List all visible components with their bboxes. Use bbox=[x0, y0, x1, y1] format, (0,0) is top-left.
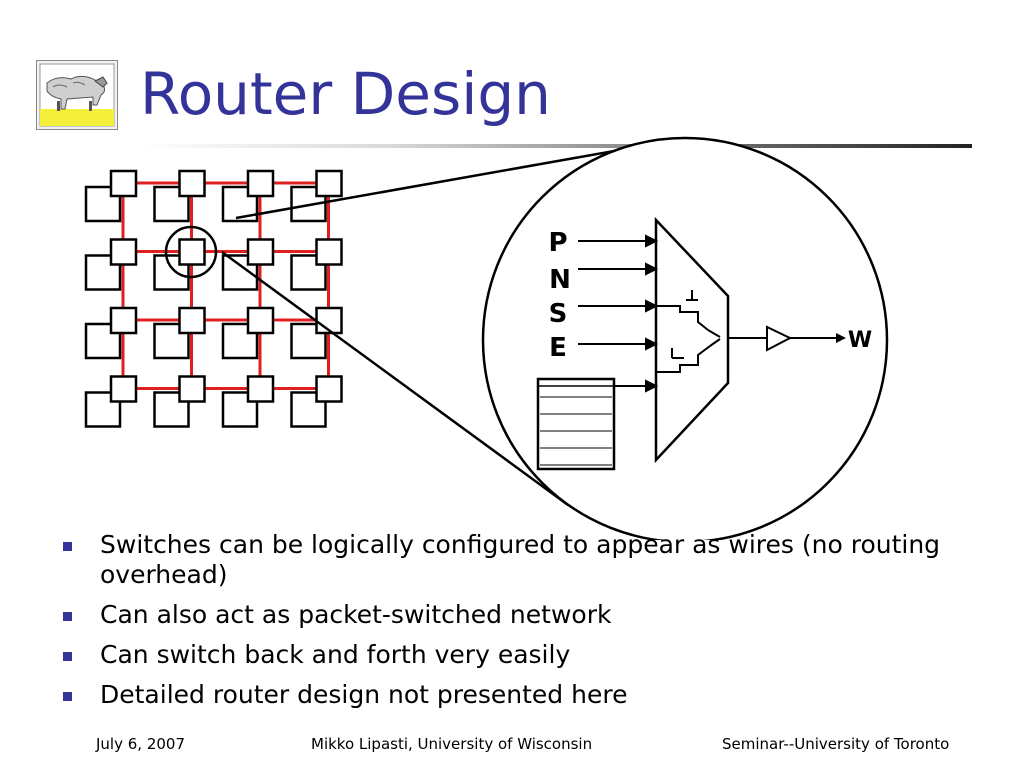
tile-router bbox=[246, 306, 275, 335]
mesh-tile bbox=[84, 306, 138, 360]
footer-date: July 6, 2007 bbox=[96, 735, 185, 753]
crossbar-mux bbox=[654, 216, 730, 464]
packet-buffer bbox=[536, 377, 616, 471]
tile-router bbox=[109, 375, 138, 403]
output-arrowhead bbox=[836, 333, 846, 343]
tile-router bbox=[315, 169, 343, 198]
mesh-tile bbox=[153, 375, 206, 428]
tile-processor bbox=[84, 254, 122, 291]
bullet-item: Can also act as packet-switched network bbox=[58, 600, 958, 630]
mesh-tile bbox=[221, 238, 275, 291]
tile-router bbox=[109, 238, 138, 266]
bullet-item: Switches can be logically configured to … bbox=[58, 530, 958, 590]
mesh-tile bbox=[290, 375, 343, 428]
bullet-text: Detailed router design not presented her… bbox=[100, 680, 628, 709]
output-label-w: W bbox=[848, 328, 872, 353]
bullet-marker bbox=[63, 612, 72, 621]
tile-router bbox=[246, 238, 275, 266]
tile-router bbox=[109, 169, 138, 198]
mesh-tile bbox=[84, 169, 138, 223]
tile-router bbox=[178, 306, 206, 335]
mesh-tile bbox=[290, 238, 343, 291]
input-label-n: N bbox=[549, 265, 571, 295]
mesh-tile bbox=[84, 238, 138, 291]
switch-transistors bbox=[656, 290, 721, 373]
bullet-marker bbox=[63, 652, 72, 661]
tile-router bbox=[178, 169, 206, 198]
input-label-p: P bbox=[548, 228, 567, 258]
bullet-list: Switches can be logically configured to … bbox=[58, 530, 958, 720]
zoom-line-bottom bbox=[221, 250, 569, 507]
router-diagram: P N S E W bbox=[84, 136, 889, 540]
bullet-item: Can switch back and forth very easily bbox=[58, 640, 958, 670]
tile-router bbox=[315, 375, 343, 403]
tile-processor bbox=[84, 391, 122, 428]
zoom-line-top bbox=[235, 143, 649, 220]
footer-author: Mikko Lipasti, University of Wisconsin bbox=[311, 735, 593, 753]
mesh-tile bbox=[84, 375, 138, 428]
mesh-tile bbox=[290, 306, 343, 360]
highlight-circle bbox=[164, 225, 218, 279]
tile-processor bbox=[290, 391, 327, 428]
slide-title: Router Design bbox=[140, 60, 551, 128]
tile-router bbox=[178, 375, 206, 403]
output-buffer bbox=[766, 325, 793, 352]
tile-router bbox=[178, 238, 206, 266]
input-arrows bbox=[578, 234, 659, 393]
input-label-e: E bbox=[549, 333, 567, 363]
mesh-tile bbox=[153, 306, 206, 360]
mesh-tile bbox=[153, 169, 206, 223]
bullet-item: Detailed router design not presented her… bbox=[58, 680, 958, 710]
mesh-tile bbox=[221, 306, 275, 360]
cow-painting-logo-icon bbox=[36, 60, 118, 130]
mesh-tile bbox=[290, 169, 343, 223]
input-label-s: S bbox=[549, 299, 568, 329]
mesh-tile bbox=[153, 238, 206, 291]
mesh-links bbox=[121, 181, 330, 390]
tile-router bbox=[246, 169, 275, 198]
tile-router bbox=[315, 238, 343, 266]
bullet-marker bbox=[63, 692, 72, 701]
title-underline bbox=[140, 144, 972, 148]
cow-logo-drawing bbox=[39, 63, 115, 127]
bullet-text: Can also act as packet-switched network bbox=[100, 600, 612, 629]
bullet-text: Switches can be logically configured to … bbox=[100, 530, 941, 589]
mesh-tile bbox=[221, 375, 275, 428]
tile-router bbox=[109, 306, 138, 335]
tile-processor bbox=[221, 322, 259, 360]
tile-router bbox=[246, 375, 275, 403]
bullet-marker bbox=[63, 542, 72, 551]
footer-event: Seminar--University of Toronto bbox=[722, 735, 950, 753]
bullet-text: Can switch back and forth very easily bbox=[100, 640, 571, 669]
